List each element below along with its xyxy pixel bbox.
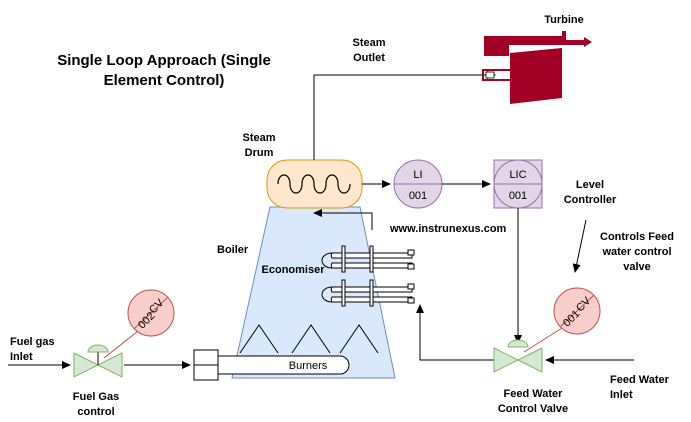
- level-controller-label-1: Level: [576, 179, 604, 191]
- valve-to-economiser-line: [416, 304, 494, 361]
- lic-tag: LIC: [509, 169, 526, 181]
- controls-label-3: valve: [623, 261, 651, 273]
- steam-outlet-line: [313, 71, 496, 160]
- fuel-gas-control-label-1: Fuel Gas: [73, 391, 119, 403]
- steam-outlet-label-1: Steam: [352, 37, 385, 49]
- steam-drum-label-2: Drum: [245, 147, 274, 159]
- level-indicator: [393, 159, 443, 209]
- level-controller-label-2: Controller: [564, 194, 617, 206]
- control-valve-indicator-002: [103, 289, 175, 359]
- lic-number: 001: [509, 190, 527, 202]
- burner-flames: [239, 324, 379, 354]
- economiser-label: Economiser: [262, 264, 326, 276]
- li-tag: LI: [413, 169, 422, 181]
- fuel-inlet-label-2: Inlet: [10, 351, 33, 363]
- fuel-gas-control-label-2: control: [77, 406, 114, 418]
- drum-steam-coil: [277, 174, 351, 194]
- steam-drum-label-1: Steam: [242, 132, 275, 144]
- website-label: www.instrunexus.com: [389, 223, 507, 235]
- level-indicating-controller: [493, 159, 543, 209]
- controls-label-1: Controls Feed: [600, 231, 674, 243]
- turbine-label: Turbine: [544, 14, 584, 26]
- economiser-to-drum-line: [313, 209, 373, 230]
- controls-label-2: water control: [601, 246, 671, 258]
- burners-label: Burners: [289, 360, 328, 372]
- steam-outlet-label-2: Outlet: [353, 52, 385, 64]
- fwcv-label-1: Feed Water: [504, 388, 564, 400]
- fwcv-label-2: Control Valve: [498, 403, 568, 415]
- economiser-coils: [321, 245, 415, 307]
- fw-inlet-label-2: Inlet: [610, 389, 633, 401]
- li-number: 001: [409, 190, 427, 202]
- diagram-title-line2: Element Control): [104, 72, 225, 89]
- feed-water-control-valve: [493, 339, 543, 373]
- control-valve-indicator-001: [523, 287, 601, 353]
- diagram-title-line1: Single Loop Approach (Single: [57, 52, 271, 69]
- fuel-gas-control-valve: [73, 344, 123, 378]
- controls-pointer-arrow: [572, 219, 587, 273]
- burner-pipe: [209, 355, 350, 375]
- turbine-icon: [482, 31, 592, 104]
- boiler-label: Boiler: [217, 244, 249, 256]
- fuel-inlet-label-1: Fuel gas: [10, 336, 55, 348]
- fw-inlet-label-1: Feed Water: [610, 374, 670, 386]
